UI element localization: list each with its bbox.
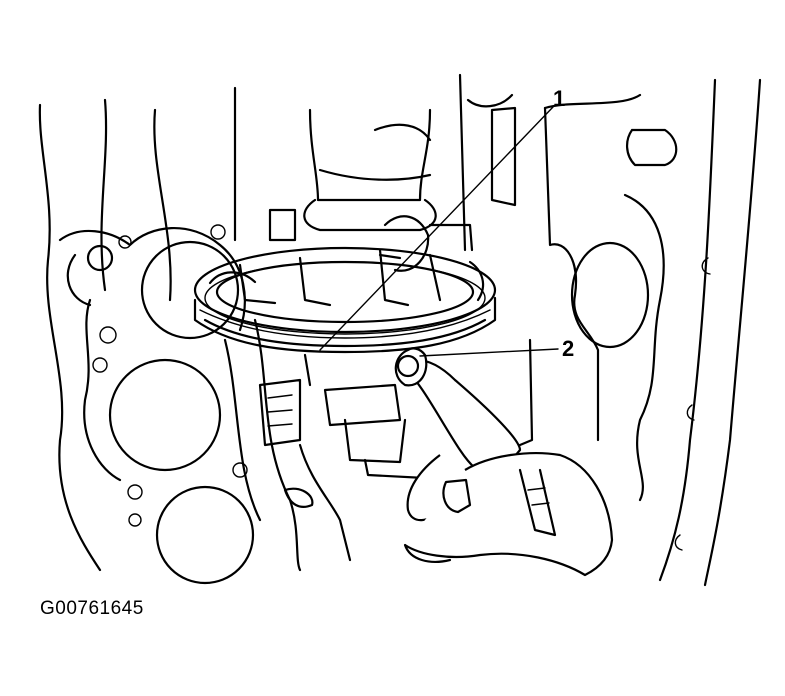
figure-id-caption: G00761645 — [40, 598, 144, 619]
center-housing — [233, 73, 517, 252]
hand-with-air-gun — [394, 347, 614, 577]
callout-1: 1 — [553, 86, 565, 111]
engine-block-left — [38, 98, 302, 585]
piston-and-rings — [193, 215, 497, 354]
line-drawing: 1 2 — [38, 73, 762, 587]
lower-block — [258, 353, 427, 562]
callout-2: 2 — [562, 336, 574, 361]
engine-block-right — [518, 78, 762, 587]
leader-lines — [319, 106, 559, 357]
